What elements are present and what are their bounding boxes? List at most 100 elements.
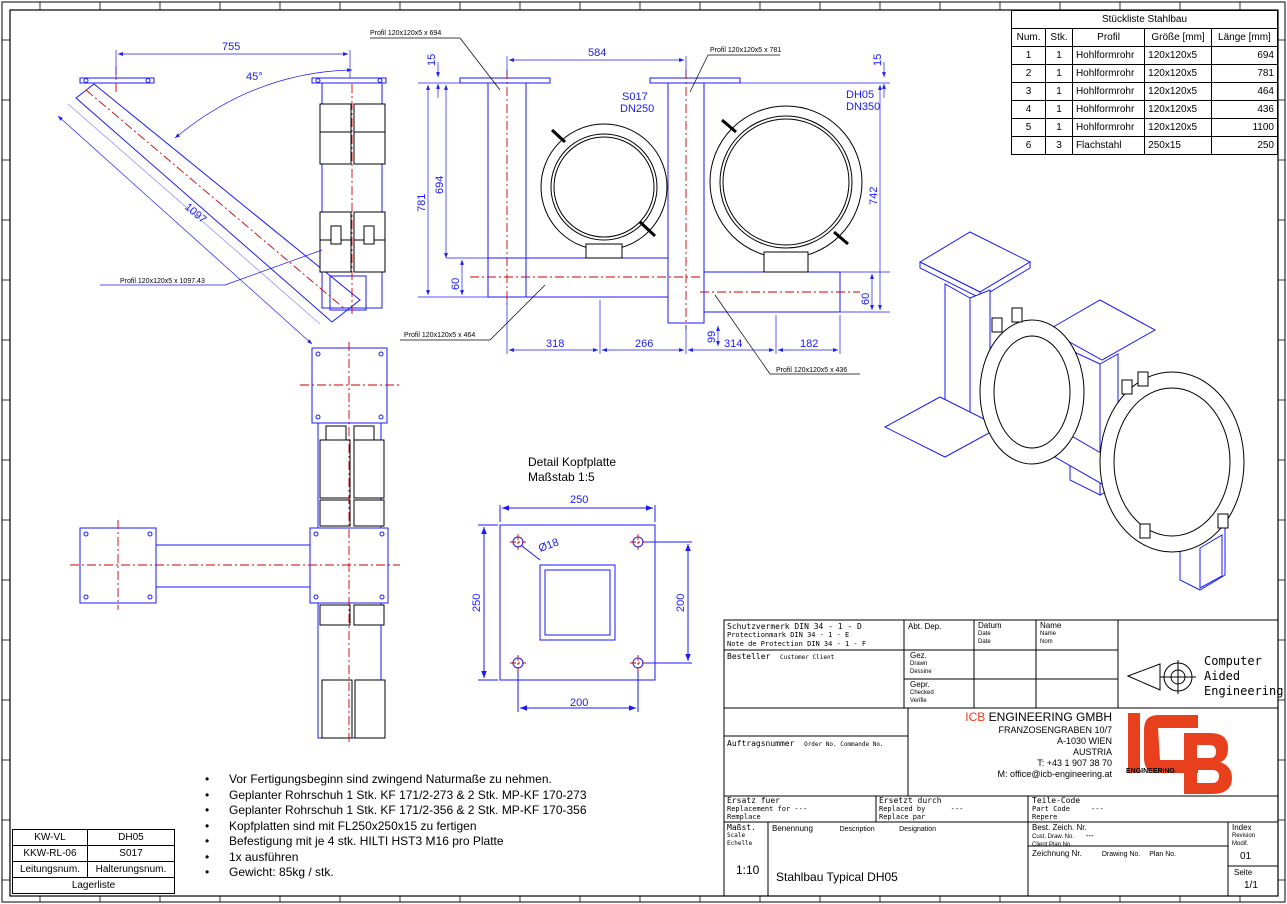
drawing-title: Stahlbau Typical DH05	[776, 870, 898, 884]
ersetzt-en: Replaced by	[879, 805, 926, 813]
lager-cell: DH05	[86, 829, 176, 846]
plan-no-text: Plan No.	[1149, 851, 1177, 858]
dim-1097: 1097	[182, 201, 208, 226]
note-item: Geplanter Rohrschuh 1 Stk. KF 171/2-273 …	[205, 788, 587, 804]
index-block: Index Revision Modif.	[1232, 824, 1255, 848]
dim-742: 742	[868, 187, 880, 205]
gepr-text: Gepr.	[910, 680, 930, 689]
notes-list: Vor Fertigungsbeginn sind zwingend Natur…	[205, 772, 587, 881]
bom-cell: 1	[1045, 118, 1073, 137]
dim-266: 266	[635, 338, 653, 350]
gez-text: Gez.	[910, 651, 927, 660]
schutz-line-1: Schutzvermerk DIN 34 - 1 - D	[727, 622, 862, 631]
index-text: Index	[1232, 823, 1252, 832]
bom-cell: 694	[1210, 46, 1279, 65]
schutz-line-2: Protectionmark DIN 34 - 1 - E	[727, 631, 850, 639]
detail-centerlines	[510, 534, 646, 671]
customer-text: Customer Client	[780, 654, 835, 661]
bom-cell: 1	[1045, 64, 1073, 83]
ersetzt-en-row: Replaced by ---	[879, 805, 963, 813]
lager-cell: KW-VL	[12, 829, 88, 846]
ersatz-fr: Remplace	[727, 813, 761, 821]
bom-header-cell: Num.	[1010, 28, 1047, 47]
name-label: Name	[1040, 621, 1062, 630]
teile-fr: Repere	[1032, 813, 1058, 821]
company-rest: ENGINEERING GMBH	[985, 710, 1112, 724]
dim-694: 694	[434, 176, 446, 194]
datum-label: Datum	[978, 621, 1002, 630]
dim-15-right: 15	[872, 54, 884, 66]
modif-text: Modif.	[1232, 841, 1249, 847]
bom-header-cell: Länge [mm]	[1210, 28, 1279, 47]
cae-text: Computer Aided Engineering	[1204, 654, 1283, 699]
bom-cell: Flachstahl	[1071, 136, 1146, 155]
detail-dim-bottom: 200	[570, 697, 588, 709]
label-profil-1097: Profil 120x120x5 x 1097.43	[120, 278, 205, 285]
note-item: Kopfplatten sind mit FL250x250x15 zu fer…	[205, 819, 587, 835]
dim-15-left: 15	[426, 54, 438, 66]
bestzeich-value: ---	[1085, 831, 1094, 840]
scale-fr: Echelle	[727, 840, 753, 847]
cust-draw-text: Cust. Draw. No.	[1032, 834, 1075, 840]
benennung-text: Benennung	[772, 824, 813, 833]
bom-cell: Hohlformrohr	[1071, 82, 1146, 101]
gepr-label: Gepr. Checked Verifie	[910, 681, 934, 705]
abt-dep: Abt. Dep.	[908, 622, 942, 631]
lager-row: Leitungsnum.Halterungsnum.	[12, 861, 176, 878]
benennung: Benennung Description Designation	[772, 824, 936, 833]
dim-60-right: 60	[860, 293, 872, 305]
side-view-dims	[370, 37, 890, 375]
bom-header-cell: Größe [mm]	[1144, 28, 1212, 47]
bom-cell: 120x120x5	[1144, 82, 1212, 101]
seite-label: Seite	[1234, 868, 1253, 877]
best-zeich-nr: Best. Zeich. Nr. Cust. Draw. No. --- Cli…	[1032, 824, 1094, 849]
bom-cell: 1	[1045, 82, 1073, 101]
side-view-centerlines	[470, 70, 860, 330]
lager-cell: Halterungsnum.	[86, 861, 176, 878]
pipe2-dn: DN350	[846, 101, 880, 113]
auftrag-en: Order No. Commande No.	[804, 741, 884, 748]
bom-cell: 1	[1045, 100, 1073, 119]
logo-caption: ENGINEERING	[1126, 768, 1176, 775]
bom-cell: Hohlformrohr	[1071, 100, 1146, 119]
ersatz-fuer: Ersatz fuer Replacement for --- Remplace	[727, 797, 807, 822]
dim-314: 314	[724, 338, 742, 350]
ersetzt-durch: Ersetzt durch Replaced by --- Replace pa…	[879, 797, 963, 822]
detail-hole: Ø18	[537, 536, 561, 554]
note-item: Geplanter Rohrschuh 1 Stk. KF 171/2-356 …	[205, 803, 587, 819]
scale-en: Scale	[727, 832, 746, 839]
teile-en-row: Part Code ---	[1032, 805, 1104, 813]
lager-cell: Leitungsnum.	[12, 861, 88, 878]
dim-318: 318	[546, 338, 564, 350]
detail-dim-right: 200	[675, 594, 687, 612]
company-email: M: office@icb-engineering.at	[997, 769, 1112, 779]
note-item: Befestigung mit je 4 stk. HILTI HST3 M16…	[205, 834, 587, 850]
bestzeich-text: Best. Zeich. Nr.	[1032, 823, 1087, 832]
massstab: Maßst. Scale Echelle	[727, 824, 756, 848]
designation-text: Designation	[899, 826, 937, 833]
auftragsnummer: Auftragsnummer Order No. Commande No.	[727, 739, 884, 748]
note-item: 1x ausführen	[205, 850, 587, 866]
auftrag-text: Auftragsnummer	[727, 739, 795, 748]
description-text: Description	[839, 826, 875, 833]
detail-plate	[478, 505, 692, 712]
cae-line-3: Engineering	[1204, 684, 1284, 698]
bom-cell: 1100	[1210, 118, 1279, 137]
ersetzt-value: ---	[950, 805, 964, 813]
bom-cell: Hohlformrohr	[1071, 46, 1146, 65]
detail-dim-left: 250	[471, 594, 483, 612]
bom-cell: 120x120x5	[1144, 64, 1212, 83]
bom-cell: 6	[1010, 136, 1047, 155]
besteller-text: Besteller	[727, 652, 771, 661]
name-label-fr: Nom	[1040, 639, 1053, 645]
bom-cell: 120x120x5	[1144, 100, 1212, 119]
index-value: 01	[1240, 851, 1252, 862]
address-city: A-1030 WIEN	[1056, 736, 1112, 746]
bom-cell: Hohlformrohr	[1071, 118, 1146, 137]
